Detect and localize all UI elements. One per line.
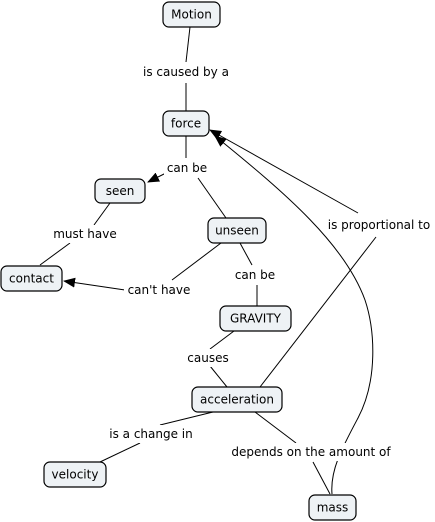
line-musthave-to-contact [39,242,71,266]
concept-force-label: force [171,117,201,131]
line-causes-to-acceleration [209,365,228,388]
concept-gravity-label: GRAVITY [230,312,282,326]
concept-unseen-label: unseen [215,224,259,238]
line-acceleration-to-change [159,411,214,426]
line-motion-to-label [185,26,191,63]
line-acceleration-to-depends [254,411,297,444]
concept-contact[interactable]: contact [0,265,63,292]
link-label-causes: causes [187,351,228,365]
concept-velocity[interactable]: velocity [43,461,107,488]
concept-acceleration[interactable]: acceleration [191,386,283,413]
line-seen-to-musthave [93,202,111,226]
concept-seen-label: seen [106,184,135,198]
concept-gravity[interactable]: GRAVITY [219,305,292,332]
concept-motion[interactable]: Motion [162,1,221,28]
link-label-can-be-seen: can be [167,161,207,175]
line-acceleration-to-proportional [259,236,377,388]
concept-mass-label: mass [317,501,349,515]
link-label-can-be-gravity: can be [235,268,275,282]
link-label-depends-on-the-amount-of: depends on the amount of [231,445,391,459]
line-canbe-to-unseen [197,177,227,219]
line-gravity-to-causes [209,330,235,350]
concept-nodes: Motion force seen unseen contact GRAVITY… [0,1,357,521]
concept-force[interactable]: force [162,110,210,137]
arrow-canthave-to-contact [63,277,126,291]
concept-acceleration-label: acceleration [200,393,274,407]
line-unseen-to-canbe [239,242,253,266]
link-label-must-have: must have [53,227,117,241]
concept-motion-label: Motion [171,8,212,22]
concept-seen[interactable]: seen [94,178,146,204]
concept-unseen[interactable]: unseen [207,217,267,244]
concept-contact-label: contact [9,272,54,286]
line-change-to-velocity [99,442,141,463]
concept-mass[interactable]: mass [308,494,357,521]
line-depends-to-mass [312,461,331,495]
connectors [39,26,377,495]
link-labels: is caused by a can be must have can't ha… [50,63,433,461]
line-unseen-to-canthave [171,242,222,281]
link-label-is-a-change-in: is a change in [109,427,192,441]
link-label-is-proportional-to: is proportional to [328,218,430,232]
link-label-cant-have: can't have [128,283,191,297]
link-label-is-caused-by-a: is caused by a [143,65,229,79]
concept-velocity-label: velocity [52,468,99,482]
arrow-proportional-to-force [209,129,359,214]
